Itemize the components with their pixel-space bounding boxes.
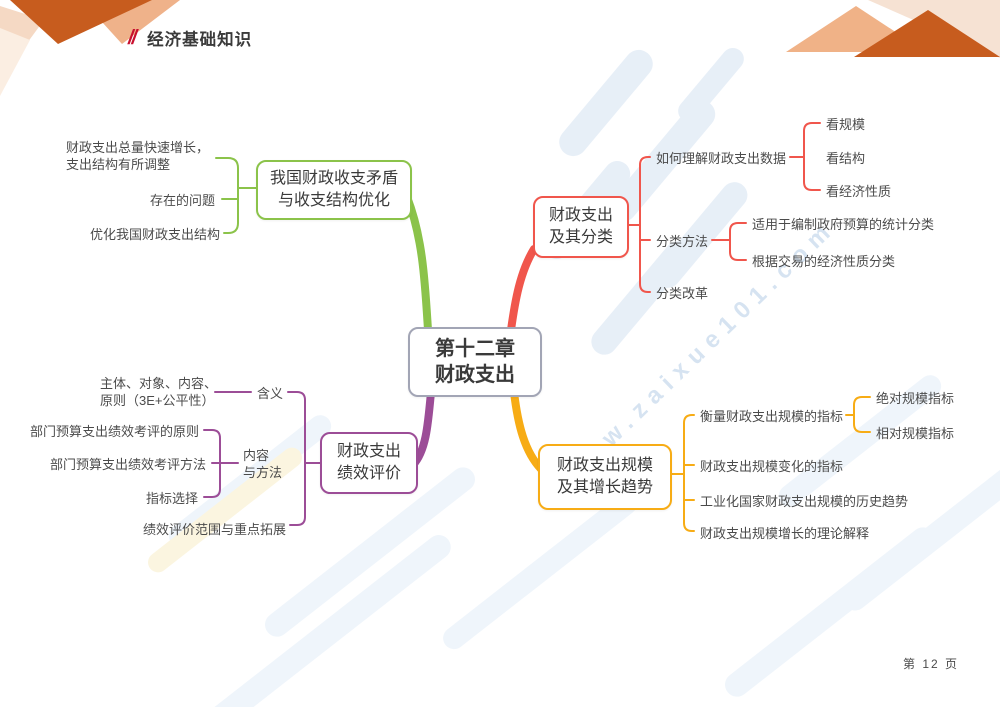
- leaf-total-growth: 财政支出总量快速增长， 支出结构有所调整: [66, 140, 210, 172]
- purple-branch-connectors: [203, 391, 321, 526]
- leaf-historical-trend: 工业化国家财政支出规模的历史趋势: [700, 494, 909, 509]
- page-number: 第 12 页: [903, 657, 960, 671]
- yellow-branch-connectors: [667, 396, 871, 532]
- leaf-transaction-nature-classification: 根据交易的经济性质分类: [752, 254, 896, 269]
- branch-node-expenditure-classification: 财政支出 及其分类: [533, 196, 629, 258]
- leaf-classification-methods: 分类方法: [656, 234, 709, 249]
- red-branch-connectors: [624, 122, 821, 293]
- leaf-optimize-structure: 优化我国财政支出结构: [90, 227, 221, 242]
- leaf-budget-statistical-classification: 适用于编制政府预算的统计分类: [752, 217, 935, 232]
- leaf-understand-data: 如何理解财政支出数据: [656, 151, 787, 166]
- leaf-look-economic-nature: 看经济性质: [826, 184, 892, 199]
- center-node-chapter: 第十二章 财政支出: [408, 327, 542, 397]
- branch-node-fiscal-balance-optimization: 我国财政收支矛盾 与收支结构优化: [256, 160, 412, 220]
- header-slashes-icon: //: [128, 26, 137, 49]
- leaf-theoretical-explanation: 财政支出规模增长的理论解释: [700, 526, 870, 541]
- leaf-classification-reform: 分类改革: [656, 286, 709, 301]
- green-branch-connectors: [215, 157, 257, 234]
- leaf-scale-change-indicators: 财政支出规模变化的指标: [700, 459, 844, 474]
- leaf-meaning: 含义: [257, 386, 284, 401]
- leaf-content-method: 内容 与方法: [243, 448, 283, 480]
- branch-node-expenditure-scale-trend: 财政支出规模 及其增长趋势: [538, 444, 672, 510]
- leaf-look-scale: 看规模: [826, 117, 866, 132]
- corner-decoration-top-right: [786, 0, 1000, 58]
- leaf-measure-indicators: 衡量财政支出规模的指标: [700, 409, 844, 424]
- leaf-meaning-detail: 主体、对象、内容、 原则（3E+公平性）: [100, 376, 218, 408]
- leaf-absolute-scale-indicator: 绝对规模指标: [876, 391, 955, 406]
- branch-node-performance-evaluation: 财政支出 绩效评价: [320, 432, 418, 494]
- leaf-existing-problems: 存在的问题: [150, 193, 216, 208]
- leaf-look-structure: 看结构: [826, 151, 866, 166]
- leaf-relative-scale-indicator: 相对规模指标: [876, 426, 955, 441]
- page-header: // 经济基础知识: [128, 26, 252, 50]
- watermark-stripe-shapes: [148, 375, 1000, 707]
- leaf-evaluation-methods: 部门预算支出绩效考评方法: [50, 457, 207, 472]
- corner-decoration-top-left: [0, 0, 180, 96]
- leaf-indicator-selection: 指标选择: [146, 491, 199, 506]
- page-title: 经济基础知识: [147, 31, 253, 49]
- leaf-scope-expansion: 绩效评价范围与重点拓展: [143, 522, 287, 537]
- leaf-evaluation-principles: 部门预算支出绩效考评的原则: [30, 424, 200, 439]
